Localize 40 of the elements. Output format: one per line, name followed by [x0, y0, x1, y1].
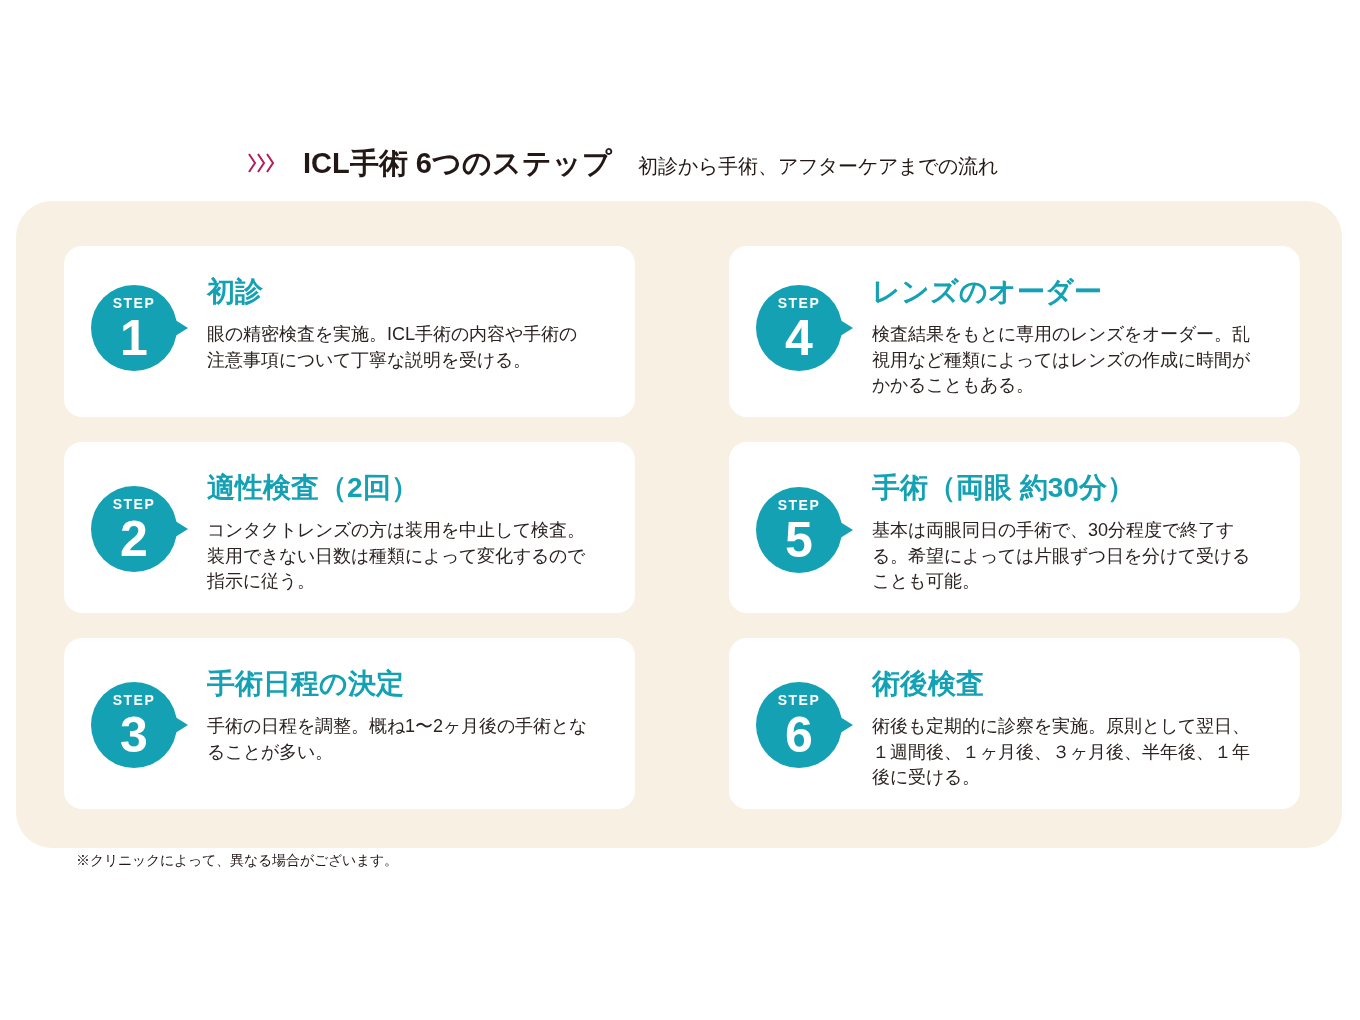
step-number: 6: [785, 710, 813, 760]
step-card: [729, 442, 1300, 613]
step-description: 術後も定期的に診察を実施。原則として翌日、１週間後、１ヶ月後、３ヶ月後、半年後、１年後に受ける。: [872, 715, 1251, 789]
footnote: ※クリニックによって、異なる場合がございます。: [76, 851, 398, 870]
page-title: ICL手術 6つのステップ: [303, 146, 612, 181]
step-badge: [91, 285, 189, 371]
step-badge: [756, 487, 854, 573]
step-card: [64, 246, 635, 417]
step-label: STEP: [777, 296, 821, 311]
step-card: [729, 246, 1300, 417]
step-description: 検査結果をもとに専用のレンズをオーダー。乱視用など種類によってはレンズの作成に時間がかかることもある。: [872, 323, 1251, 397]
step-label: STEP: [112, 693, 156, 708]
step-label: STEP: [112, 497, 156, 512]
step-number: 1: [120, 313, 148, 363]
step-label: STEP: [777, 498, 821, 513]
step-heading: 手術日程の決定: [207, 667, 405, 701]
step-badge: [756, 682, 854, 768]
step-heading: 手術（両眼 約30分）: [872, 471, 1136, 505]
step-description: 手術の日程を調整。概ね1〜2ヶ月後の手術となることが多い。: [207, 715, 589, 764]
step-card: [64, 638, 635, 809]
step-description: 眼の精密検査を実施。ICL手術の内容や手術の注意事項について丁寧な説明を受ける。: [207, 323, 578, 372]
step-description: 基本は両眼同日の手術で、30分程度で終了する。希望によっては片眼ずつ日を分けて受けることも可能。: [872, 519, 1251, 593]
step-card: [64, 442, 635, 613]
step-badge: [91, 486, 189, 572]
step-label: STEP: [777, 693, 821, 708]
background-panel: [16, 201, 1342, 848]
step-heading: 適性検査（2回）: [207, 471, 420, 505]
step-badge: [756, 285, 854, 371]
step-number: 5: [785, 515, 813, 565]
step-badge: [91, 682, 189, 768]
step-card: [729, 638, 1300, 809]
step-description: コンタクトレンズの方は装用を中止して検査。装用できない日数は種類によって変化するので指示に従う。: [207, 519, 586, 593]
step-heading: 術後検査: [872, 667, 985, 701]
step-number: 3: [120, 710, 148, 760]
step-number: 4: [785, 313, 813, 363]
subtitle: 初診から手術、アフターケアまでの流れ: [637, 154, 998, 179]
step-heading: 初診: [207, 275, 264, 309]
step-heading: レンズのオーダー: [872, 275, 1103, 309]
step-label: STEP: [112, 296, 156, 311]
step-number: 2: [120, 514, 148, 564]
